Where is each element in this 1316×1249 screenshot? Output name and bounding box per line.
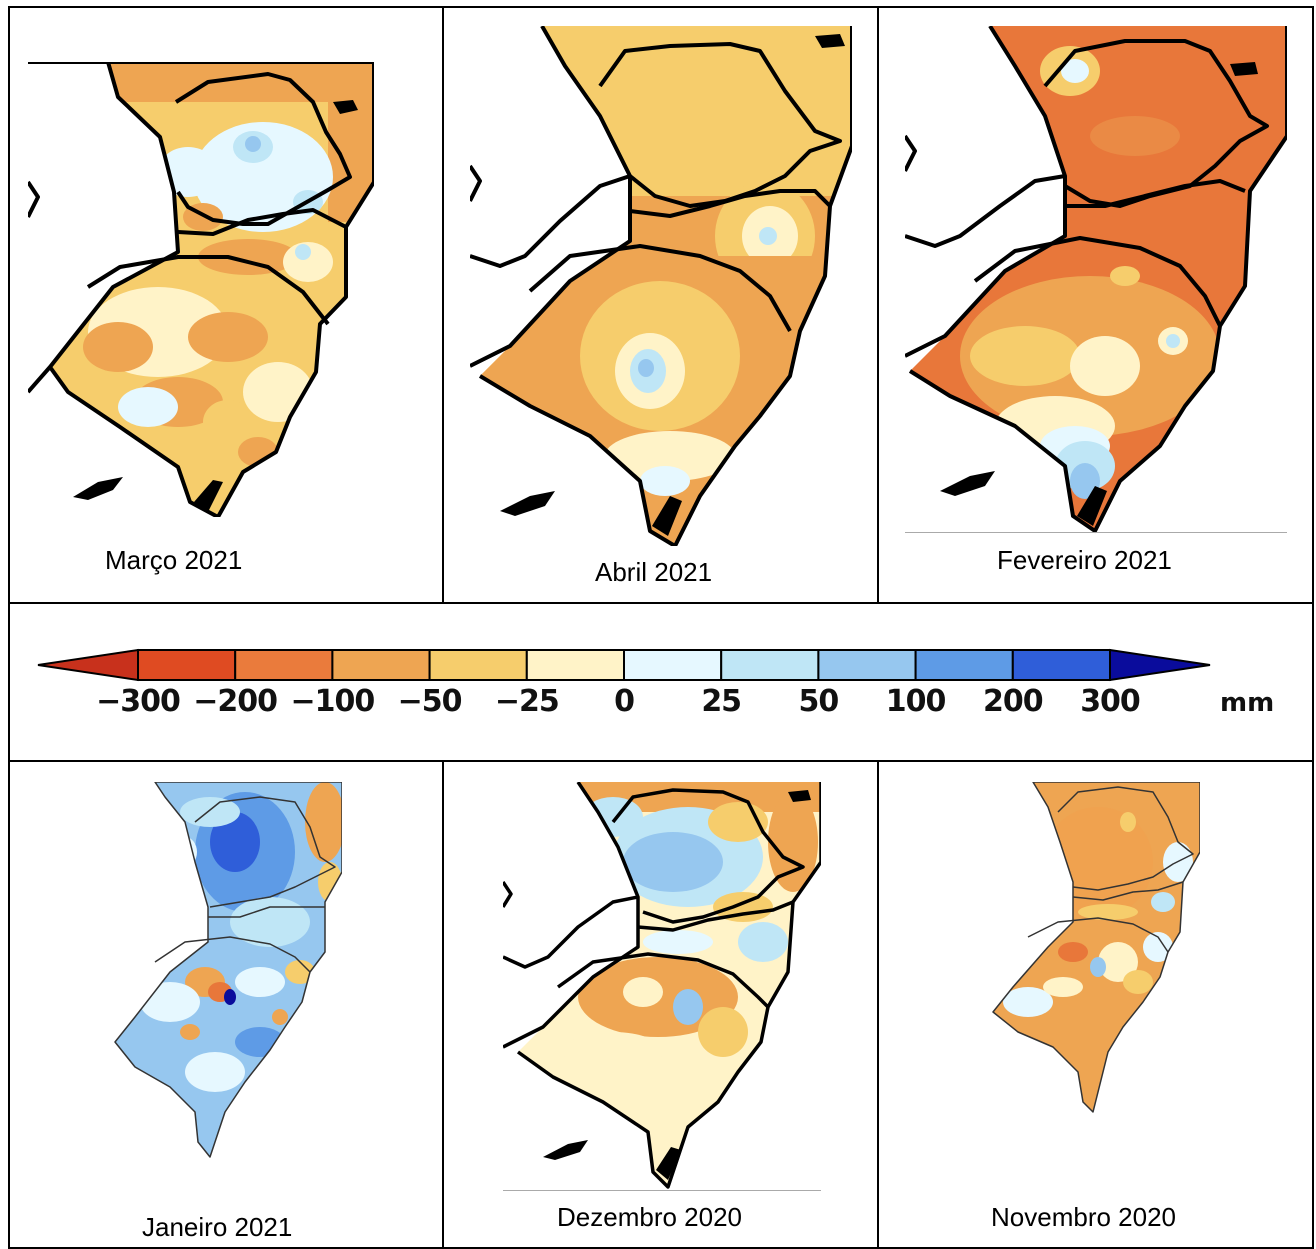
grid-divider	[8, 760, 1314, 762]
map-panel-abril	[470, 26, 852, 546]
colorbar-tick-label: 100	[885, 684, 947, 719]
grid-divider	[442, 760, 444, 1249]
colorbar-segment	[914, 649, 1014, 681]
grid-divider	[877, 6, 879, 604]
panel-baseline	[503, 1190, 821, 1191]
colorbar-tick-label: −200	[193, 684, 278, 719]
map-panel-dezembro	[503, 782, 821, 1194]
map-panel-fevereiro	[905, 26, 1287, 536]
colorbar-extend-high	[1109, 648, 1211, 682]
colorbar-segment	[428, 649, 528, 681]
colorbar-legend: −300 −200 −100 −50 −25 0 25 50 100 200 300 mm	[10, 604, 1312, 760]
legend-unit: mm	[1220, 688, 1275, 718]
panel-caption: Dezembro 2020	[557, 1202, 742, 1232]
colorbar-tick-label: −100	[290, 684, 376, 719]
colorbar-tick-label: 50	[798, 684, 840, 719]
colorbar-tick-label: 25	[701, 684, 742, 719]
colorbar-tick-label: 200	[982, 684, 1044, 719]
panel-caption: Março 2021	[105, 545, 243, 575]
panel-baseline	[905, 532, 1287, 533]
panel-caption: Novembro 2020	[991, 1202, 1176, 1232]
grid-divider	[442, 6, 444, 604]
colorbar-tick-label: −25	[494, 684, 560, 719]
colorbar-segment	[331, 649, 431, 681]
panel-caption: Fevereiro 2021	[997, 545, 1172, 575]
map-panel-marco	[28, 62, 374, 517]
colorbar-segment	[623, 649, 723, 681]
panel-caption: Abril 2021	[595, 557, 713, 587]
colorbar-segment	[1011, 649, 1111, 681]
colorbar-tick-label: −50	[397, 684, 463, 719]
colorbar-segment	[817, 649, 917, 681]
colorbar-tick-label: 300	[1080, 684, 1141, 719]
grid-divider	[877, 760, 879, 1249]
colorbar-tick-label: 0	[614, 684, 635, 719]
figure-frame	[8, 6, 1314, 1249]
colorbar-segment	[234, 649, 334, 681]
map-panel-janeiro	[110, 782, 342, 1162]
colorbar-tick-label: −300	[96, 684, 181, 719]
colorbar	[37, 648, 1211, 682]
colorbar-segment	[525, 649, 625, 681]
colorbar-segment	[137, 649, 237, 681]
map-panel-novembro	[988, 782, 1200, 1114]
grid-divider	[8, 602, 1314, 604]
colorbar-extend-low	[37, 648, 139, 682]
panel-caption: Janeiro 2021	[142, 1212, 293, 1242]
colorbar-segment	[720, 649, 820, 681]
